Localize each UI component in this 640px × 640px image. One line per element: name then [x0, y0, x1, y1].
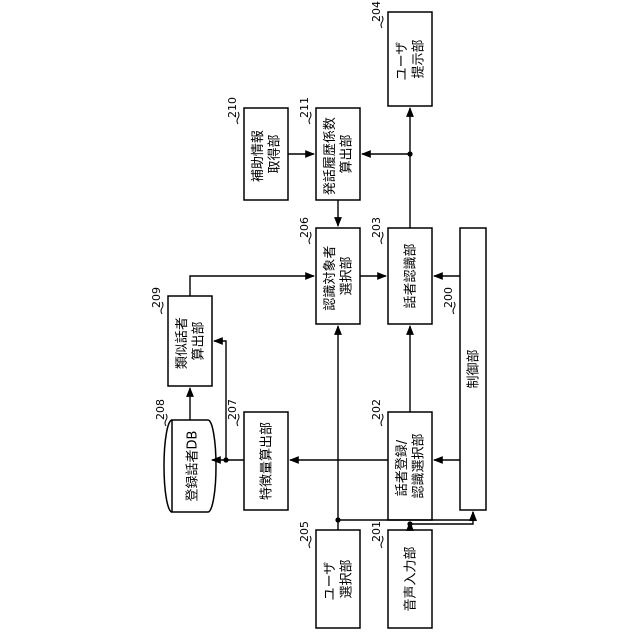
- block-203-speaker-recognition: 話者認識部: [388, 228, 432, 324]
- block-204-user-presentation: ユーザ 提示部: [388, 12, 432, 106]
- ref-203: 203: [370, 217, 383, 244]
- block-211-label-line-1: 発話履歴係数: [322, 117, 338, 195]
- arrow-209-to-206: [190, 276, 314, 296]
- svg-text:制御部: 制御部: [467, 349, 482, 388]
- ref-200: 200: [442, 287, 455, 314]
- svg-text:ユーザ 提示部: ユーザ 提示部: [395, 38, 426, 81]
- block-200-control: 制御部: [460, 228, 486, 510]
- block-202-label-line-2: 認識選択部: [410, 433, 426, 498]
- ref-209-text: 209: [150, 287, 163, 308]
- block-210-auxiliary-info: 補助情報 取得部: [244, 108, 288, 200]
- block-205-label-line-1: ユーザ: [323, 562, 338, 601]
- block-200-label-line-1: 制御部: [467, 349, 482, 388]
- block-211-label-line-2: 算出部: [339, 134, 354, 173]
- ref-208: 208: [154, 399, 167, 426]
- ref-202-text: 202: [370, 399, 383, 420]
- ref-204: 204: [370, 1, 383, 28]
- svg-text:ユーザ 選択部: ユーザ 選択部: [323, 558, 354, 601]
- block-202-register-recognize-select: 話者登録/ 認識選択部: [388, 412, 432, 520]
- block-205-label-line-2: 選択部: [339, 559, 354, 598]
- ref-202: 202: [370, 399, 383, 426]
- svg-text:登録話者DB: 登録話者DB: [185, 431, 201, 502]
- ref-206-text: 206: [298, 217, 311, 238]
- ref-208-text: 208: [154, 399, 167, 420]
- ref-204-text: 204: [370, 1, 383, 22]
- block-210-label-line-1: 補助情報: [251, 130, 266, 182]
- ref-211-text: 211: [298, 97, 311, 118]
- block-207-label-line-1: 特徴量算出部: [260, 422, 275, 500]
- block-204-label-line-2: 提示部: [410, 39, 426, 78]
- ref-200-text: 200: [442, 287, 455, 308]
- block-209-similar-speaker-calc: 類似話者 算出部: [168, 296, 212, 386]
- ref-210: 210: [226, 97, 239, 124]
- svg-text:音声入力部: 音声入力部: [403, 546, 419, 611]
- block-205-user-select: ユーザ 選択部: [316, 530, 360, 628]
- svg-text:話者認識部: 話者認識部: [403, 243, 419, 308]
- block-210-label-line-2: 取得部: [266, 134, 282, 173]
- ref-209: 209: [150, 287, 163, 314]
- block-208-registered-speaker-db: 登録話者DB: [164, 420, 216, 512]
- block-202-label-line-1: 話者登録/: [394, 439, 410, 496]
- ref-205: 205: [298, 521, 311, 548]
- svg-text:特徴量算出部: 特徴量算出部: [260, 422, 275, 500]
- block-211-utterance-history-coef: 発話履歴係数 算出部: [316, 108, 360, 200]
- block-201-label-line-1: 音声入力部: [403, 546, 419, 611]
- block-201-voice-input: 音声入力部: [388, 530, 432, 628]
- block-206-label-line-2: 選択部: [339, 256, 354, 295]
- block-209-label-line-2: 算出部: [191, 321, 206, 360]
- ref-203-text: 203: [370, 217, 383, 238]
- junction-dot: [335, 517, 340, 522]
- ref-207: 207: [226, 399, 239, 426]
- block-208-label-line-1: 登録話者DB: [185, 431, 201, 502]
- ref-205-text: 205: [298, 521, 311, 542]
- block-203-label-line-1: 話者認識部: [403, 243, 419, 308]
- ref-201-text: 201: [370, 521, 383, 542]
- arrow-207-to-209: [214, 341, 226, 460]
- block-207-feature-calc: 特徴量算出部: [244, 412, 288, 510]
- block-204-label-line-1: ユーザ: [395, 42, 410, 81]
- block-209-label-line-1: 類似話者: [174, 317, 190, 369]
- ref-207-text: 207: [226, 399, 239, 420]
- junction-dot: [407, 521, 412, 526]
- junction-dot: [407, 151, 412, 156]
- block-206-label-line-1: 認識対象者: [322, 246, 338, 311]
- ref-211: 211: [298, 97, 311, 124]
- ref-206: 206: [298, 217, 311, 244]
- block-206-recognition-target-select: 認識対象者 選択部: [316, 228, 360, 324]
- ref-201: 201: [370, 521, 383, 548]
- junction-dot: [223, 457, 228, 462]
- ref-210-text: 210: [226, 97, 239, 118]
